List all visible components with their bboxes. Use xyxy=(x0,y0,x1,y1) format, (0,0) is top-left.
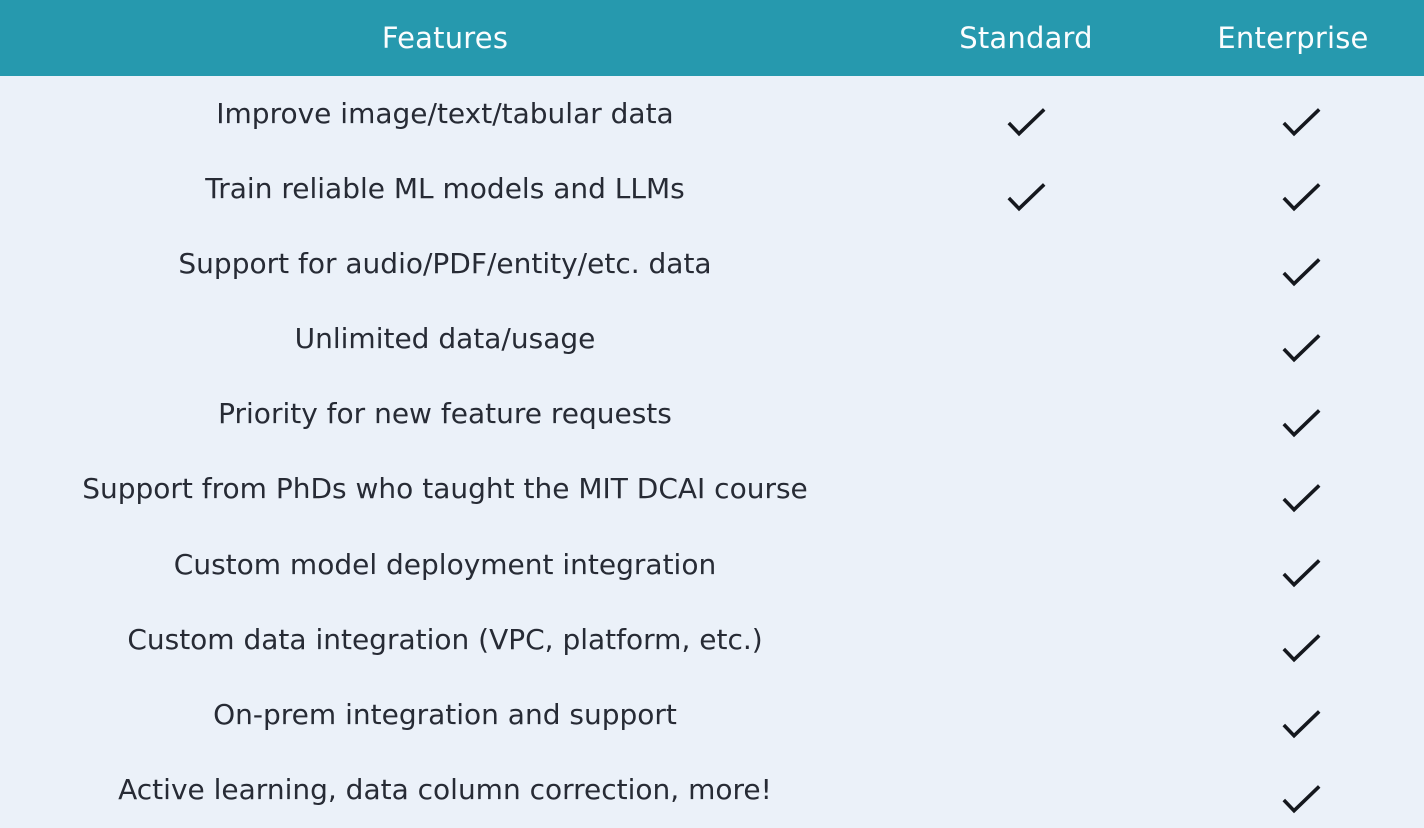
enterprise-cell xyxy=(1162,324,1424,362)
table-row: Support for audio/PDF/entity/etc. data xyxy=(0,226,1424,301)
checkmark-icon xyxy=(1282,183,1320,212)
standard-cell xyxy=(890,173,1162,212)
feature-cell: Priority for new feature requests xyxy=(0,398,890,430)
enterprise-cell xyxy=(1162,775,1424,813)
table-row: Unlimited data/usage xyxy=(0,302,1424,377)
table-row: Custom data integration (VPC, platform, … xyxy=(0,602,1424,677)
enterprise-cell xyxy=(1162,399,1424,438)
feature-label: Priority for new feature requests xyxy=(218,397,672,431)
feature-label: Support from PhDs who taught the MIT DCA… xyxy=(82,472,808,506)
feature-cell: Custom model deployment integration xyxy=(0,547,890,581)
enterprise-cell xyxy=(1162,700,1424,738)
checkmark-icon xyxy=(1282,258,1320,287)
table-header-row: Features Standard Enterprise xyxy=(0,0,1424,76)
checkmark-icon xyxy=(1282,709,1320,738)
table-row: Custom model deployment integration xyxy=(0,527,1424,602)
column-header-features: Features xyxy=(381,21,509,55)
standard-cell xyxy=(890,98,1162,137)
feature-label: Custom model deployment integration xyxy=(173,547,717,581)
feature-cell: Support from PhDs who taught the MIT DCA… xyxy=(0,473,890,505)
checkmark-icon xyxy=(1282,484,1320,513)
feature-label: Support for audio/PDF/entity/etc. data xyxy=(178,246,712,280)
feature-cell: Improve image/text/tabular data xyxy=(0,96,890,130)
column-header-enterprise: Enterprise xyxy=(1217,21,1369,55)
checkmark-icon xyxy=(1282,409,1320,438)
table-row: Support from PhDs who taught the MIT DCA… xyxy=(0,452,1424,527)
feature-label: Improve image/text/tabular data xyxy=(216,96,674,130)
column-header-standard: Standard xyxy=(959,21,1093,55)
enterprise-cell xyxy=(1162,549,1424,588)
feature-label: Train reliable ML models and LLMs xyxy=(205,171,685,205)
table-row: Active learning, data column correction,… xyxy=(0,753,1424,828)
table-row: Priority for new feature requests xyxy=(0,377,1424,452)
feature-rows: Improve image/text/tabular data Train re… xyxy=(0,76,1424,828)
enterprise-cell xyxy=(1162,173,1424,212)
enterprise-cell xyxy=(1162,624,1424,663)
feature-label: Custom data integration (VPC, platform, … xyxy=(127,622,763,656)
checkmark-icon xyxy=(1282,559,1320,588)
checkmark-icon xyxy=(1282,333,1320,362)
feature-cell: Active learning, data column correction,… xyxy=(0,773,890,807)
checkmark-icon xyxy=(1007,108,1045,137)
feature-cell: Custom data integration (VPC, platform, … xyxy=(0,622,890,656)
enterprise-cell xyxy=(1162,98,1424,137)
feature-label: Unlimited data/usage xyxy=(294,322,596,356)
checkmark-icon xyxy=(1282,108,1320,137)
checkmark-icon xyxy=(1282,634,1320,663)
enterprise-cell xyxy=(1162,248,1424,287)
table-row: On-prem integration and support xyxy=(0,678,1424,753)
feature-cell: On-prem integration and support xyxy=(0,698,890,731)
feature-cell: Train reliable ML models and LLMs xyxy=(0,171,890,205)
checkmark-icon xyxy=(1282,784,1320,813)
table-row: Train reliable ML models and LLMs xyxy=(0,151,1424,226)
feature-label: On-prem integration and support xyxy=(213,698,677,731)
feature-label: Active learning, data column correction,… xyxy=(118,773,772,807)
table-row: Improve image/text/tabular data xyxy=(0,76,1424,151)
checkmark-icon xyxy=(1007,183,1045,212)
enterprise-cell xyxy=(1162,474,1424,513)
feature-cell: Support for audio/PDF/entity/etc. data xyxy=(0,246,890,280)
feature-cell: Unlimited data/usage xyxy=(0,322,890,356)
